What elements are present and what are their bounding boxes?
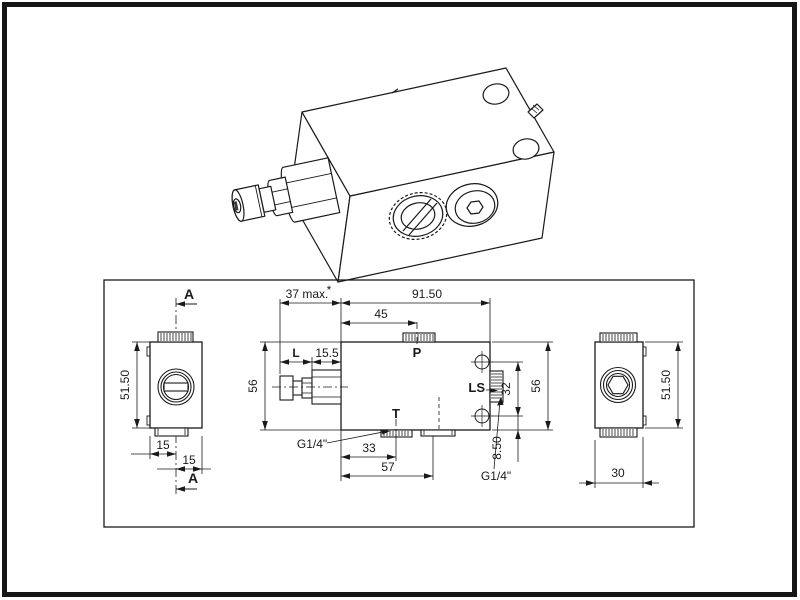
dim-half-width-a: 15 bbox=[156, 438, 170, 452]
right-view-top-boss bbox=[599, 332, 638, 343]
mounting-hole bbox=[471, 405, 493, 427]
section-label-top: A bbox=[184, 286, 194, 302]
slotted-plug-3d bbox=[388, 192, 448, 240]
right-view-side-tab bbox=[642, 415, 647, 426]
dim-hole-bottom: 8.50 bbox=[490, 436, 504, 460]
front-view-body bbox=[340, 341, 491, 431]
extension-lines bbox=[132, 341, 203, 474]
dim-hole-spacing: 32 bbox=[499, 382, 513, 396]
screw-slot bbox=[163, 382, 189, 392]
labels: A A 51.50 15 15 37 max. * 91.50 45 L 15.… bbox=[118, 283, 673, 486]
mounting-hole-3d bbox=[512, 138, 540, 160]
dim-total-length: 91.50 bbox=[412, 287, 442, 301]
dim-side-height-right: 51.50 bbox=[659, 370, 673, 400]
right-view-bottom-boss bbox=[599, 427, 638, 438]
section-label-bottom: A bbox=[188, 470, 198, 486]
isometric-view bbox=[231, 67, 555, 283]
dim-adjust-max-asterisk: * bbox=[327, 283, 332, 297]
dim-side-height-left: 51.50 bbox=[118, 370, 132, 400]
port-label-p: P bbox=[413, 345, 422, 360]
dim-nut-width: 15.5 bbox=[315, 346, 339, 360]
hex-socket-3d bbox=[466, 200, 484, 215]
g14-ls-leader bbox=[493, 400, 501, 470]
dim-boss-offset: 57 bbox=[381, 460, 395, 474]
port-label-t: T bbox=[392, 406, 400, 421]
section-arrow-top bbox=[176, 301, 197, 307]
p-port-boss bbox=[402, 332, 436, 343]
section-arrow-bottom bbox=[176, 486, 197, 492]
left-view-side-tab bbox=[146, 346, 151, 357]
mounting-hole bbox=[471, 351, 493, 373]
mounting-hole-3d bbox=[482, 83, 510, 105]
dim-t-offset: 33 bbox=[362, 441, 376, 455]
ls-port-boss-3d bbox=[527, 103, 544, 119]
left-view-bottom-boss bbox=[154, 427, 189, 437]
top-edge-notch bbox=[391, 88, 399, 94]
hex-socket-plug-3d bbox=[445, 183, 499, 227]
knurl-ticks bbox=[602, 334, 634, 341]
bottom-flat-boss bbox=[420, 429, 456, 437]
right-side-view bbox=[579, 332, 683, 488]
thread-label-ls: G1/4" bbox=[481, 469, 511, 483]
dimension-arrows bbox=[262, 300, 551, 479]
left-view-top-boss bbox=[157, 331, 194, 343]
g14-t-leader bbox=[326, 431, 384, 444]
left-side-view bbox=[131, 298, 211, 494]
slotted-plug-front bbox=[157, 368, 195, 406]
dimension-arrows bbox=[586, 342, 681, 486]
dim-depth: 30 bbox=[611, 466, 625, 480]
dim-height-right: 56 bbox=[529, 379, 543, 393]
adjustment-screw-3d bbox=[231, 157, 341, 223]
dim-adjust-max: 37 max. bbox=[286, 287, 329, 301]
port-label-ls: LS bbox=[468, 380, 485, 395]
knurl-ticks bbox=[160, 333, 192, 341]
leader-arrows bbox=[381, 388, 504, 435]
thread-label-t: G1/4" bbox=[297, 437, 327, 451]
drawing-frame bbox=[103, 279, 695, 528]
hex-socket bbox=[607, 375, 629, 395]
knurl-ticks bbox=[491, 373, 502, 399]
dimension-arrows bbox=[134, 342, 202, 472]
front-view bbox=[260, 298, 553, 481]
dim-p-offset: 45 bbox=[374, 307, 388, 321]
extension-lines bbox=[594, 341, 683, 488]
t-port-boss bbox=[380, 429, 413, 438]
extension-lines bbox=[260, 298, 553, 481]
dim-l-var: L bbox=[292, 346, 299, 360]
neck bbox=[292, 380, 303, 396]
small-hex bbox=[301, 377, 313, 399]
dim-height-left: 56 bbox=[246, 379, 260, 393]
knurl-ticks bbox=[602, 429, 634, 436]
top-mounting-holes bbox=[482, 83, 540, 160]
left-view-side-tab bbox=[146, 415, 151, 426]
knurl-ticks bbox=[405, 334, 434, 341]
dim-half-width-b: 15 bbox=[182, 453, 196, 467]
ls-port-boss bbox=[489, 370, 504, 403]
cap bbox=[279, 375, 294, 401]
right-view-side-tab bbox=[642, 346, 647, 357]
hex-plug-front bbox=[599, 366, 637, 404]
